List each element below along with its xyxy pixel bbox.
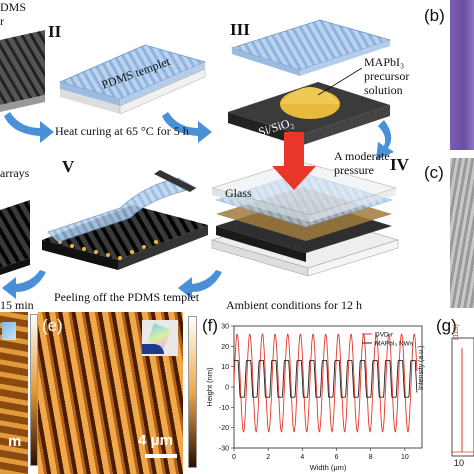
legend-label-1: MAPbI₃ NWs (375, 341, 414, 348)
xrd-chart (451, 337, 474, 457)
y-tick-label: -20 (219, 425, 229, 432)
caption-glass: Glass (225, 186, 252, 200)
y-tick-label: -30 (219, 446, 229, 453)
sem-image-c (450, 158, 474, 308)
x-tick-label: 10 (401, 454, 409, 461)
afm-e-scale-bar (145, 454, 177, 458)
fabrication-schematic (0, 19, 400, 299)
caption-top-left-partial: DMS (0, 0, 27, 14)
caption-top-left-partial2: r (0, 14, 4, 28)
caption-mapbi3-3: solution (364, 83, 403, 97)
step-label-II: II (48, 22, 62, 41)
afm-e-inset-tweezer (142, 344, 164, 354)
step2-pdms-on-dvd (58, 44, 207, 115)
panel-label-b: (b) (424, 6, 445, 25)
afm-d-inset (2, 322, 16, 340)
series-line-1 (234, 360, 418, 398)
y-tick-label: 30 (221, 324, 229, 331)
step3-droplet-substrate (228, 19, 392, 146)
y-tick-label: 0 (225, 385, 229, 392)
xrd-frame (451, 337, 474, 457)
xrd-peak-label: (110) (453, 324, 460, 340)
caption-pressure-1: A moderate (334, 149, 390, 163)
pressure-arrow-icon (272, 132, 316, 190)
x-tick-label: 4 (300, 454, 304, 461)
arrow-step4-to-5 (178, 270, 222, 299)
step6-arrays (0, 200, 30, 275)
arrow-step1-to-2 (4, 112, 54, 143)
arrow-step3-to-4 (376, 120, 394, 160)
step-label-III: III (230, 20, 250, 39)
afm-e-colorbar (188, 316, 197, 468)
x-tick-label: 2 (266, 454, 270, 461)
step-label-IV: IV (390, 155, 409, 174)
x-tick-label: 0 (232, 454, 236, 461)
panel-label-c: (c) (424, 163, 444, 182)
panel-label-e: (e) (42, 316, 63, 335)
caption-heat-curing: Heat curing at 65 °C for 5 h (55, 124, 189, 138)
panel-label-g: (g) (436, 316, 457, 335)
caption-peeling: Peeling off the PDMS templet (54, 290, 200, 304)
afm-d-scale-partial: m (8, 433, 22, 450)
panel-label-f: (f) (202, 316, 219, 335)
xrd-tick-x: 10 (454, 458, 465, 468)
y-tick-label: -10 (219, 405, 229, 412)
caption-arrays-partial: arrays (0, 166, 30, 180)
step4-pressing-stack (210, 160, 400, 277)
caption-time-partial: 15 min (0, 298, 34, 312)
series-line-0 (233, 333, 418, 433)
x-axis-label: Width (μm) (310, 463, 347, 472)
y-tick-label: 10 (221, 364, 229, 371)
legend-label-0: DVD-r (375, 332, 394, 339)
caption-pressure-2: pressure (334, 163, 374, 177)
step5-peeling (42, 170, 208, 270)
process-arrows (2, 112, 394, 299)
x-tick-label: 8 (369, 454, 373, 461)
step-label-V: V (62, 157, 75, 176)
afm-e-inset-photo (142, 320, 178, 356)
arrow-step2-to-3 (162, 112, 212, 143)
afm-e-scale-label: 4 μm (138, 432, 174, 449)
step1-dvd (0, 30, 45, 112)
y-axis-label: Height (nm) (205, 367, 214, 407)
x-tick-label: 6 (335, 454, 339, 461)
caption-mapbi3-1: MAPbI₃ (364, 55, 405, 69)
y-tick-label: 20 (221, 344, 229, 351)
afm-d-colorbar (30, 314, 38, 466)
xrd-ylabel: Intensity (a.u.) (418, 345, 425, 390)
caption-mapbi3-2: precursor (364, 69, 410, 83)
sem-image-b (450, 0, 474, 150)
arrow-step5-to-6 (2, 270, 46, 299)
caption-ambient: Ambient conditions for 12 h (226, 298, 362, 312)
